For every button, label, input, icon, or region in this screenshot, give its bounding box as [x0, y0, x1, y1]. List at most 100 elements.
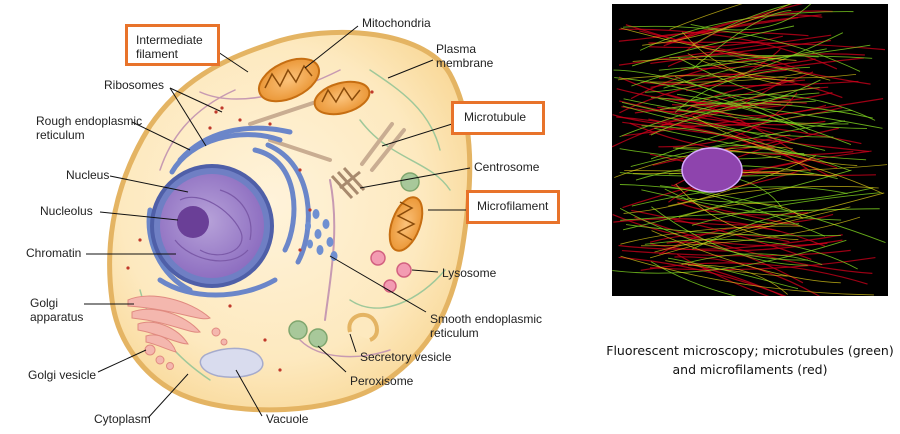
microtubule-strand: [651, 206, 808, 266]
microtubule-strand: [617, 75, 795, 82]
microtubule-strand: [632, 164, 888, 174]
label-cytoplasm: Cytoplasm: [94, 412, 151, 426]
label-smooth-er: Smooth endoplasmic reticulum: [430, 312, 543, 340]
microtubule-strand: [642, 4, 791, 46]
microfilament-strand: [649, 256, 876, 271]
label-golgi-apparatus: Golgi apparatus: [30, 296, 84, 324]
label-microtubule: Microtubule: [451, 101, 545, 135]
micrograph-caption: Fluorescent microscopy; microtubules (gr…: [606, 343, 894, 377]
golgi-apparatus: [127, 295, 211, 353]
microtubule-strand: [674, 66, 810, 113]
label-chromatin: Chromatin: [26, 246, 82, 260]
microtubule-strand: [675, 183, 799, 241]
microfilament-strand: [640, 80, 859, 87]
label-centrosome: Centrosome: [474, 160, 540, 174]
microtubule-strand: [692, 10, 792, 70]
label-microfilament: Microfilament: [466, 190, 560, 224]
microtubule-strand: [651, 230, 841, 284]
mitochondrion: [388, 196, 424, 252]
label-peroxisome: Peroxisome: [350, 374, 414, 388]
microtubule-strand: [639, 11, 854, 51]
microtubule-strand: [619, 207, 809, 261]
microfilament-strand: [631, 209, 812, 260]
smooth-er: [305, 209, 338, 261]
microtubule-strand: [682, 31, 782, 85]
microfilament-strand: [664, 116, 811, 172]
label-intermediate-filament: Intermediate filament: [125, 24, 220, 66]
microtubule-strand: [623, 155, 817, 214]
mitochondrion: [258, 57, 320, 103]
microtubule-strand: [650, 97, 883, 129]
label-rough-er: Rough endoplasmic reticulum: [36, 114, 143, 142]
microtubule-strand: [678, 203, 804, 219]
leader-lines: [84, 25, 471, 419]
microfilament-strand: [671, 103, 781, 107]
microtubule-strand: [641, 189, 842, 221]
chromatin: [174, 189, 252, 262]
microtubule-strand: [632, 58, 831, 81]
microtubule-strand: [623, 98, 849, 125]
microtubule-strand: [669, 4, 743, 30]
peroxisome: [288, 320, 308, 340]
microfilament-strand: [625, 24, 871, 85]
nucleolus: [177, 206, 209, 238]
microtubule-strand: [614, 77, 808, 134]
microfilament-strand: [667, 94, 797, 154]
centrosome: [330, 166, 366, 200]
microtubule-strand: [687, 53, 857, 79]
microtubule-strand: [621, 101, 826, 151]
microtubule-strand: [678, 57, 791, 100]
microtubule-strand: [622, 169, 852, 231]
rough-er: [146, 125, 311, 298]
microtubule-rods: [248, 98, 406, 172]
microfilament-strand: [639, 30, 785, 61]
lysosome: [396, 262, 412, 278]
microtubule-strand: [649, 72, 803, 83]
microtubule-text: Microtubule: [464, 110, 527, 124]
label-mitochondria: Mitochondria: [362, 16, 431, 30]
label-ribosomes: Ribosomes: [104, 78, 165, 92]
microtubule-strand: [692, 116, 858, 166]
microfilament-strand: [676, 198, 800, 227]
microfilament-strand: [618, 17, 799, 42]
label-nucleus: Nucleus: [66, 168, 110, 182]
secretory-vesicle: [347, 312, 379, 342]
label-nucleolus: Nucleolus: [40, 204, 93, 218]
microtubule-strand: [649, 206, 851, 259]
microtubule-strand: [631, 186, 848, 207]
microfilament-strand: [618, 34, 832, 66]
intermediate-filament-text: Intermediate filament: [136, 33, 203, 61]
micrograph-nucleus: [681, 147, 743, 193]
microtubule-strand: [620, 27, 797, 61]
label-golgi-vesicle: Golgi vesicle: [28, 368, 97, 382]
microtubule-strand: [612, 239, 847, 274]
microtubule-strand: [619, 184, 886, 243]
microtubule-strand: [674, 76, 816, 103]
microtubule-strand: [620, 208, 880, 221]
golgi-vesicles: [144, 327, 228, 370]
label-plasma-membrane: Plasma membrane: [436, 42, 494, 70]
micrograph-filaments: [612, 4, 888, 296]
lysosome: [370, 250, 386, 266]
microtubule-strand: [665, 260, 788, 277]
microtubule-strand: [622, 105, 834, 138]
microtubule-strand: [688, 264, 788, 295]
label-lysosome: Lysosome: [442, 266, 497, 280]
microtubule-strand: [619, 87, 820, 138]
microtubule-strand: [631, 25, 795, 67]
microtubule-strand: [692, 4, 793, 46]
microtubule-strand: [658, 44, 871, 71]
microtubule-strand: [654, 127, 867, 161]
microtubule-strand: [620, 225, 803, 245]
microfilament-strand: [618, 256, 787, 296]
label-secretory-vesicle: Secretory vesicle: [360, 350, 452, 364]
microtubule-strand: [650, 261, 737, 296]
microtubule-strand: [631, 55, 819, 87]
microtubule-strand: [672, 147, 884, 194]
vacuole: [199, 347, 264, 378]
microtubule-strand: [677, 93, 852, 146]
microtubule-strand: [623, 25, 861, 72]
microtubule-strand: [626, 224, 841, 237]
microtubule-strand: [644, 32, 844, 93]
